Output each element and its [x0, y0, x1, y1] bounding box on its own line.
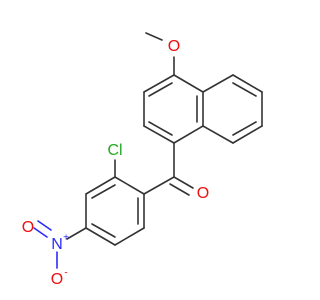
atom-nitro-n: N — [51, 236, 63, 253]
bond-ph-4-inner — [91, 223, 116, 238]
bond-naph-3 — [143, 125, 175, 144]
chemical-structure: O O Cl N + O O - — [22, 32, 263, 288]
bond-methyl-o — [145, 32, 163, 41]
bond-ph-5 — [114, 227, 145, 246]
bond-ph-2 — [85, 176, 116, 195]
atom-methoxy-o: O — [168, 38, 180, 55]
bond-naph-6 — [173, 74, 204, 93]
bond-naph-10 — [232, 125, 263, 144]
bond-naph-11 — [202, 125, 234, 144]
atom-nitro-o-top: O — [22, 219, 34, 236]
bond-n-o-top-2 — [33, 227, 48, 238]
atom-nitro-o-bottom-charge: - — [64, 268, 67, 279]
atom-chlorine: Cl — [107, 142, 122, 159]
bond-carbonyl-o-1 — [173, 176, 194, 189]
bond-ph-4 — [85, 227, 116, 246]
bond-naph-4 — [173, 125, 204, 144]
bond-naph-3-inner — [148, 121, 173, 136]
bond-naph-10-inner — [232, 121, 257, 136]
bond-naph-1 — [143, 74, 175, 93]
bond-naph-7 — [202, 74, 234, 93]
bond-naph-1-inner — [148, 82, 173, 97]
atom-nitro-n-charge: + — [63, 233, 69, 244]
bond-naph-8 — [232, 74, 263, 93]
bond-ph-1 — [114, 176, 145, 195]
bond-carbonyl-phenyl — [143, 176, 175, 195]
bond-n-o-top-1 — [37, 220, 52, 231]
bond-carbonyl-o-2 — [169, 183, 190, 196]
atom-nitro-o-bottom: O — [51, 271, 63, 288]
bond-naph-8-inner — [232, 82, 257, 97]
bond-ph-no2 — [66, 227, 87, 240]
atom-carbonyl-o: O — [197, 185, 209, 202]
bond-ph-2-inner — [91, 184, 116, 199]
